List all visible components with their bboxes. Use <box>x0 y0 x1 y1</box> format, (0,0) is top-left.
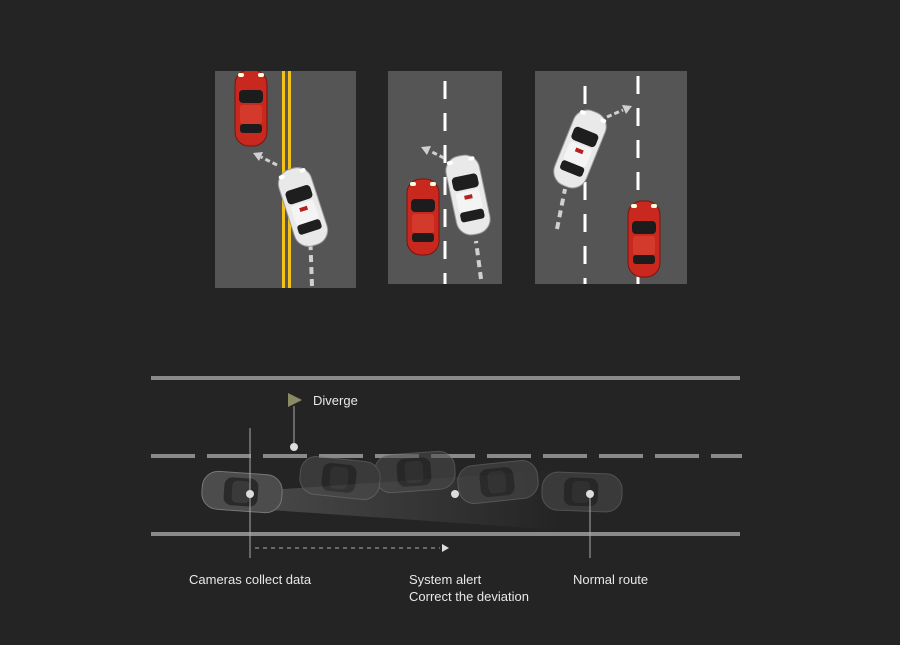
lane-departure-diagram <box>151 376 742 558</box>
alert-label-line2: Correct the deviation <box>409 589 529 604</box>
trajectory-trail <box>308 230 314 287</box>
red-car <box>406 178 440 256</box>
car-position-1 <box>200 469 284 515</box>
red-car <box>234 71 268 147</box>
drift-arrow <box>606 108 624 119</box>
normal-route-label: Normal route <box>573 572 649 587</box>
red-car <box>627 200 661 278</box>
drift-arrow <box>429 149 445 160</box>
marker-dot-alert <box>451 490 459 498</box>
road-edge-bottom <box>151 532 740 536</box>
marker-dot-diverge <box>290 443 298 451</box>
road-edge-top <box>151 376 740 380</box>
diverge-play-icon <box>288 393 302 407</box>
marker-dot-normal <box>586 490 594 498</box>
cameras-label: Cameras collect data <box>189 572 312 587</box>
scenario-panel-1 <box>215 71 356 288</box>
trajectory-trail <box>555 188 567 230</box>
drift-arrow-head <box>622 105 632 114</box>
diverge-label: Diverge <box>313 393 358 408</box>
marker-dot-cameras <box>246 490 254 498</box>
drift-arrow-head <box>253 152 263 161</box>
trajectory-trail <box>474 240 483 280</box>
alert-label-line1: System alert <box>409 572 482 587</box>
car-position-4 <box>455 458 541 506</box>
car-position-3 <box>373 449 457 495</box>
route-arrow-head <box>442 544 449 552</box>
scenario-panel-3 <box>535 71 687 284</box>
drift-arrow-head <box>421 146 431 155</box>
scenario-panel-2 <box>388 71 502 284</box>
car-position-2 <box>297 454 383 502</box>
car-position-5 <box>540 471 624 513</box>
drift-arrow <box>260 155 278 167</box>
